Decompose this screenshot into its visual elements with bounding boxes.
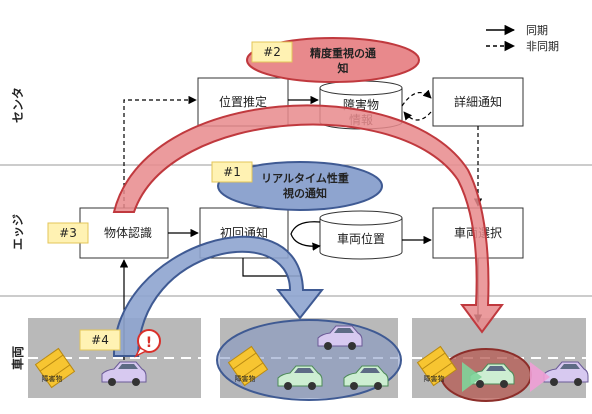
box-position-estimation-label: 位置推定 [219, 94, 267, 109]
arrow-obstacle-to-detailed [401, 89, 432, 107]
arrow-position-db-to-initial [290, 221, 321, 251]
tag-2 [251, 41, 293, 63]
obstacle-sign-icon [227, 345, 269, 387]
obstacle-sign-label-middle: 障害物 [235, 374, 256, 383]
box-detailed-notification-label: 詳細通知 [454, 94, 502, 109]
tag-1 [211, 161, 253, 183]
box-object-recognition-label: 物体認識 [104, 225, 152, 240]
cylinder-vehicle-position-label: 車両位置 [337, 231, 385, 246]
arrow-recognition-to-position [123, 95, 197, 208]
car-icon-purple-middle [317, 325, 363, 350]
car-icon-green-right [469, 363, 515, 388]
car-icon-green-middle-2 [343, 365, 389, 390]
tag-3 [47, 222, 89, 244]
alert-icon [134, 329, 161, 358]
obstacle-sign-label-left: 障害物 [42, 374, 63, 383]
arrow-initial-down [242, 258, 300, 277]
callout-accuracy-line2: 知 [337, 61, 349, 75]
direction-triangle-green-icon [462, 362, 482, 392]
realtime-arrow [112, 235, 325, 357]
tag-4 [79, 329, 121, 351]
tag-1-label: #1 [223, 165, 241, 179]
car-icon-purple-left [101, 361, 147, 386]
accuracy-arrow [112, 104, 504, 334]
car-icon-purple-right [543, 361, 589, 386]
car-icon-green-middle-1 [277, 365, 323, 390]
arrow-detailed-to-obstacle [403, 111, 432, 121]
obstacle-sign-icon [34, 347, 76, 389]
callout-realtime [217, 161, 383, 211]
callout-realtime-line1: リアルタイム性重 [261, 171, 349, 185]
legend-async-label: 非同期 [526, 40, 559, 53]
legend-sync-label: 同期 [526, 24, 548, 37]
lane-label-center: センタ [11, 87, 25, 123]
obstacle-sign-icon [416, 345, 458, 387]
tag-4-label: #4 [91, 333, 109, 347]
alert-mark: ! [146, 335, 152, 351]
lane-label-vehicle: 車両 [10, 346, 25, 370]
callout-accuracy-line1: 精度重視の通 [310, 46, 376, 60]
callout-realtime-line2: 視の通知 [282, 186, 327, 200]
direction-triangle-pink-icon [530, 362, 550, 392]
lane-label-edge: エッジ [11, 214, 25, 250]
obstacle-sign-label-right: 障害物 [424, 374, 445, 383]
tag-3-label: #3 [59, 226, 77, 240]
tag-2-label: #2 [263, 45, 281, 59]
cylinder-vehicle-position [319, 210, 403, 260]
